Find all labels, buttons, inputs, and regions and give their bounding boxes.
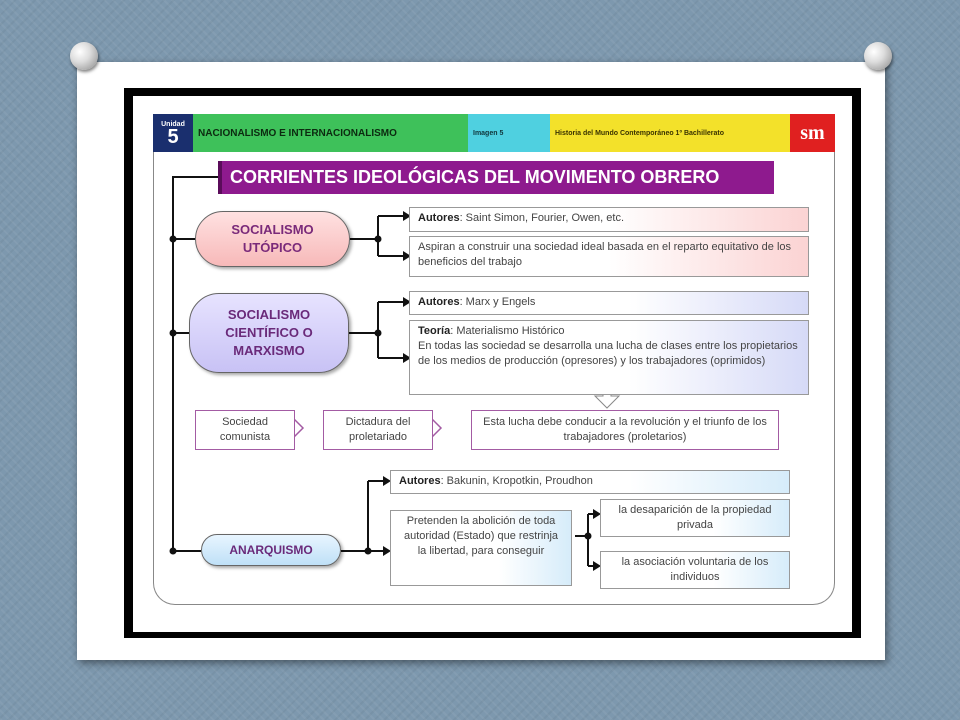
teoria-box: Teoría: Materialismo Histórico En todas … xyxy=(409,320,809,395)
node-socialismo-cientifico: SOCIALISMO CIENTÍFICO O MARXISMO xyxy=(189,293,349,373)
node-label: SOCIALISMO xyxy=(225,306,312,324)
node-label: SOCIALISMO xyxy=(231,221,313,239)
desaparicion-box: la desaparición de la propiedad privada xyxy=(600,499,790,537)
autores-cientifico-box: Autores: Marx y Engels xyxy=(409,291,809,315)
pretenden-box: Pretenden la abolición de toda autoridad… xyxy=(390,510,572,586)
node-socialismo-utopico: SOCIALISMO UTÓPICO xyxy=(195,211,350,267)
autores-anarquismo-box: Autores: Bakunin, Kropotkin, Proudhon xyxy=(390,470,790,494)
pushpin-icon xyxy=(70,42,98,70)
lucha-box: Esta lucha debe conducir a la revolución… xyxy=(471,410,779,450)
teoria-text: En todas las sociedad se desarrolla una … xyxy=(418,339,800,369)
asociacion-box: la asociación voluntaria de los individu… xyxy=(600,551,790,589)
node-label: CIENTÍFICO O xyxy=(225,324,312,342)
node-label: MARXISMO xyxy=(225,342,312,360)
aspiran-box: Aspiran a construir una sociedad ideal b… xyxy=(409,236,809,277)
dictadura-box: Dictadura del proletariado xyxy=(323,410,433,450)
autores-utopico-box: Autores: Saint Simon, Fourier, Owen, etc… xyxy=(409,207,809,232)
diagram-image: Unidad 5 NACIONALISMO E INTERNACIONALISM… xyxy=(133,96,852,632)
sociedad-box: Sociedad comunista xyxy=(195,410,295,450)
node-label: UTÓPICO xyxy=(231,239,313,257)
pushpin-icon xyxy=(864,42,892,70)
main-title: CORRIENTES IDEOLÓGICAS DEL MOVIMENTO OBR… xyxy=(218,161,774,194)
node-anarquismo: ANARQUISMO xyxy=(201,534,341,566)
